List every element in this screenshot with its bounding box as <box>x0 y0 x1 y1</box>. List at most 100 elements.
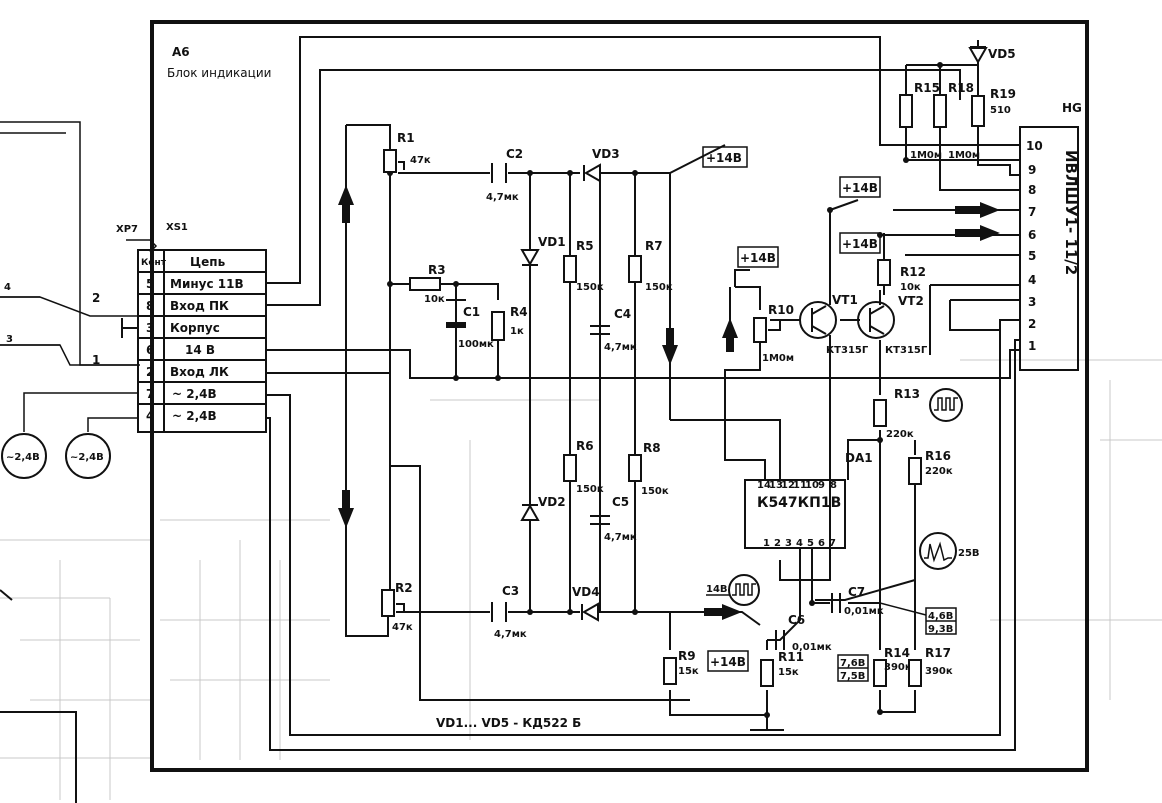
svg-text:R1: R1 <box>397 131 415 145</box>
supply-tag: +14В <box>707 650 749 672</box>
svg-text:12: 12 <box>781 480 795 491</box>
connector-pin: 3 <box>146 321 154 335</box>
svg-text:VD1: VD1 <box>538 235 566 249</box>
diode-vd5: VD5 <box>968 46 1016 96</box>
svg-text:+14В: +14В <box>842 237 878 251</box>
svg-text:8: 8 <box>830 480 837 491</box>
wiring <box>266 36 1020 751</box>
resistor-r5: R5 150к <box>563 239 604 293</box>
svg-text:1М0м: 1М0м <box>762 353 794 364</box>
ac-source-label: ~2,4В <box>70 452 104 463</box>
svg-text:+14В: +14В <box>740 251 776 265</box>
transistor-vt1: VT1 КТ315Г <box>799 293 869 356</box>
svg-text:7: 7 <box>1028 205 1036 219</box>
svg-text:11: 11 <box>793 480 807 491</box>
square-wave-icon <box>728 574 760 606</box>
svg-text:10: 10 <box>1026 139 1043 153</box>
svg-text:7,6В: 7,6В <box>840 658 865 669</box>
svg-text:4: 4 <box>1028 273 1036 287</box>
indicator-hg: HG ИВЛШУ1- 11/2 10 9 8 7 6 5 4 3 2 1 <box>1019 101 1082 371</box>
svg-text:C4: C4 <box>614 307 631 321</box>
svg-text:10к: 10к <box>900 282 921 293</box>
svg-text:3: 3 <box>1028 295 1036 309</box>
connector-circuit: 14 В <box>185 343 215 357</box>
svg-text:10к: 10к <box>424 294 445 305</box>
svg-text:390к: 390к <box>925 666 953 677</box>
svg-text:510: 510 <box>990 105 1011 116</box>
svg-text:C2: C2 <box>506 147 523 161</box>
resistor-r12: R12 10к <box>877 259 926 293</box>
pulse-wave-icon <box>919 532 957 570</box>
svg-text:R13: R13 <box>894 387 920 401</box>
svg-text:5: 5 <box>807 538 814 549</box>
connector-circuit: Корпус <box>170 321 220 335</box>
connector-socket-label: XS1 <box>166 222 188 233</box>
svg-text:220к: 220к <box>886 429 914 440</box>
block-name: Блок индикации <box>167 66 271 80</box>
ic-da1: DA1 К547КП1В 14 13 12 11 10 9 8 1 2 3 4 … <box>744 451 873 549</box>
svg-text:+14В: +14В <box>842 181 878 195</box>
capacitor-c4: C4 4,7мк <box>590 307 637 353</box>
voltage-note: 25В <box>958 548 980 559</box>
capacitor-c1: C1 100мк <box>446 299 494 350</box>
lead-number: 2 <box>92 291 100 305</box>
connector-col-circuit: Цепь <box>190 255 226 269</box>
svg-text:4,7мк: 4,7мк <box>604 342 637 353</box>
ac-source-label: ~2,4В <box>6 452 40 463</box>
svg-text:0,01мк: 0,01мк <box>792 642 832 653</box>
ac-source-icon <box>65 433 111 479</box>
svg-text:R9: R9 <box>678 649 696 663</box>
resistor-r10: R10 1М0м <box>753 303 794 364</box>
voltage-box: 4,6В 9,3В <box>925 607 957 635</box>
svg-text:C7: C7 <box>848 585 865 599</box>
connector-pin: 2 <box>146 365 154 379</box>
svg-text:6: 6 <box>1028 228 1036 242</box>
svg-text:VT2: VT2 <box>898 294 924 308</box>
connector-mate-mark <box>126 239 158 253</box>
svg-text:9: 9 <box>818 480 825 491</box>
diode-type-note: VD1... VD5 - КД522 Б <box>436 716 581 730</box>
svg-text:47к: 47к <box>410 155 431 166</box>
svg-text:DA1: DA1 <box>845 451 873 465</box>
resistor-r18: R18 1М0м <box>933 81 980 161</box>
svg-text:3: 3 <box>785 538 792 549</box>
svg-text:150к: 150к <box>576 484 604 495</box>
resistor-r6: R6 150к <box>563 439 604 495</box>
arrow-up-icon <box>338 185 354 205</box>
svg-text:VD3: VD3 <box>592 147 620 161</box>
arrow-right-icon <box>980 225 1000 241</box>
svg-text:R12: R12 <box>900 265 926 279</box>
svg-text:4,7мк: 4,7мк <box>494 629 527 640</box>
connector-circuit: Минус 11В <box>170 277 244 291</box>
svg-text:0,01мк: 0,01мк <box>844 606 884 617</box>
supply-tag: +14В <box>839 176 881 198</box>
svg-text:9: 9 <box>1028 163 1036 177</box>
resistor-r14: R14 390к <box>873 646 912 687</box>
svg-text:390к: 390к <box>884 662 912 673</box>
resistor-r4: R4 1к <box>491 305 528 341</box>
svg-text:VD5: VD5 <box>988 47 1016 61</box>
junctions <box>387 62 943 718</box>
transistor-vt2: VT2 КТ315Г <box>857 294 928 356</box>
svg-text:2: 2 <box>774 538 781 549</box>
svg-text:14: 14 <box>757 480 771 491</box>
svg-text:VD4: VD4 <box>572 585 600 599</box>
svg-text:5: 5 <box>1028 249 1036 263</box>
svg-text:+14В: +14В <box>710 655 746 669</box>
resistor-r11: R11 15к <box>760 650 804 687</box>
svg-text:150к: 150к <box>641 486 669 497</box>
svg-text:R11: R11 <box>778 650 804 664</box>
svg-text:4,7мк: 4,7мк <box>604 532 637 543</box>
svg-text:7,5В: 7,5В <box>840 671 865 682</box>
svg-text:R7: R7 <box>645 239 663 253</box>
svg-text:R16: R16 <box>925 449 951 463</box>
capacitor-c2: C2 4,7мк <box>486 147 523 203</box>
svg-text:C6: C6 <box>788 613 805 627</box>
svg-text:1: 1 <box>763 538 770 549</box>
resistor-r2: R2 47к <box>381 581 413 633</box>
svg-text:C5: C5 <box>612 495 629 509</box>
resistor-r13: R13 220к <box>873 387 920 440</box>
svg-text:R10: R10 <box>768 303 794 317</box>
resistor-r3: R3 10к <box>409 263 446 305</box>
